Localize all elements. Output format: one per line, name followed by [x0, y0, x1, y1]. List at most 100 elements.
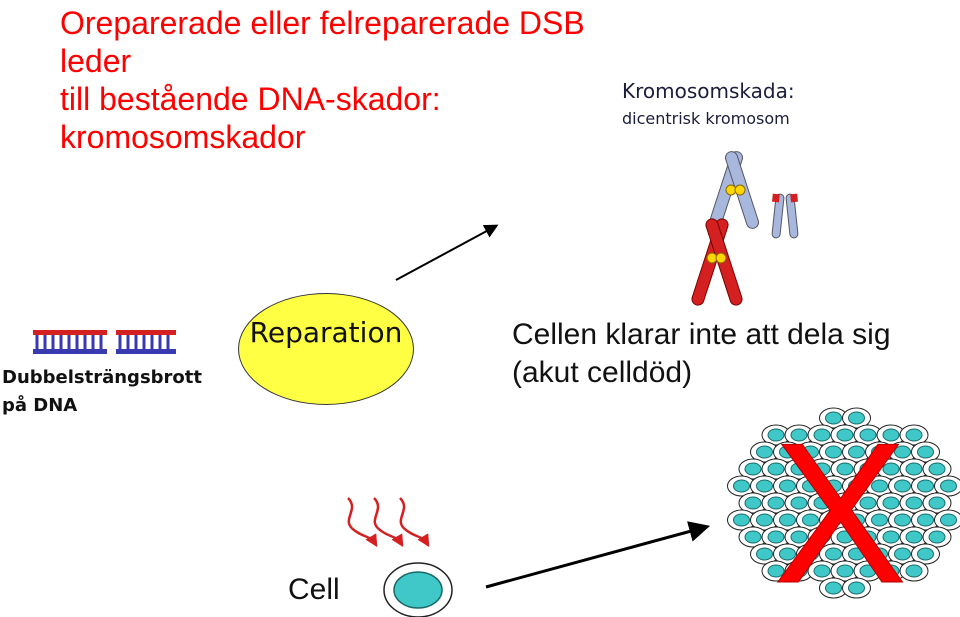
- cluster-cell-nucleus: [894, 479, 911, 493]
- outcome-line-2: (akut celldöd): [512, 356, 693, 389]
- cluster-cell-nucleus: [894, 547, 911, 561]
- cluster-cell-nucleus: [882, 564, 900, 578]
- cluster-cell-nucleus: [825, 445, 842, 459]
- cluster-cell-nucleus: [905, 564, 923, 578]
- cluster-cell-nucleus: [848, 479, 865, 493]
- cluster-cell-nucleus: [767, 564, 785, 578]
- cluster-cell-nucleus: [790, 564, 808, 578]
- cluster-cell-nucleus: [848, 411, 865, 425]
- cluster-cell-nucleus: [779, 479, 796, 493]
- cluster-cell-nucleus: [767, 496, 785, 510]
- cluster-cell-nucleus: [790, 462, 808, 476]
- cluster-cell-nucleus: [882, 462, 900, 476]
- cluster-cell-nucleus: [813, 428, 831, 442]
- cluster-cell-nucleus: [859, 428, 877, 442]
- cluster-cell-nucleus: [825, 513, 842, 527]
- dsb-label: Dubbelsträngsbrott på DNA: [2, 364, 202, 420]
- cluster-cell-nucleus: [744, 530, 762, 544]
- cluster-cell-nucleus: [894, 513, 911, 527]
- cluster-cell-nucleus: [905, 530, 923, 544]
- cell-icon: [383, 562, 453, 617]
- chromosome-damage-caption: Kromosomskada: dicentrisk kromosom: [622, 78, 795, 130]
- title-line-1: Oreparerade eller felreparerade DSB lede…: [60, 5, 585, 79]
- outcome-text: Cellen klarar inte att dela sig (akut ce…: [512, 316, 891, 392]
- dna-double-strand-break: [33, 330, 176, 354]
- cluster-cell-nucleus: [744, 462, 762, 476]
- cluster-cell-nucleus: [905, 462, 923, 476]
- cluster-cell-nucleus: [859, 530, 877, 544]
- repair-label: Reparation: [249, 316, 403, 349]
- cluster-cell-nucleus: [779, 547, 796, 561]
- cluster-cell-nucleus: [848, 581, 865, 595]
- cluster-cell-nucleus: [813, 496, 831, 510]
- cluster-cell-nucleus: [836, 462, 854, 476]
- cluster-cell-nucleus: [790, 496, 808, 510]
- cluster-cell-nucleus: [848, 513, 865, 527]
- cluster-cell-nucleus: [767, 428, 785, 442]
- cluster-cell-nucleus: [871, 479, 888, 493]
- slide-title: Oreparerade eller felreparerade DSB lede…: [60, 4, 620, 156]
- cluster-cell-nucleus: [917, 547, 934, 561]
- cluster-cell-nucleus: [871, 547, 888, 561]
- cluster-cell-nucleus: [802, 547, 819, 561]
- cluster-cell-nucleus: [779, 445, 796, 459]
- cluster-cell-nucleus: [940, 479, 957, 493]
- cluster-cell-nucleus: [836, 530, 854, 544]
- cluster-cell-nucleus: [871, 445, 888, 459]
- cluster-cell-nucleus: [859, 496, 877, 510]
- cluster-cell-nucleus: [802, 479, 819, 493]
- cluster-cell-nucleus: [917, 445, 934, 459]
- cluster-cell-nucleus: [744, 496, 762, 510]
- cluster-cell-nucleus: [733, 479, 750, 493]
- cluster-cell-nucleus: [928, 496, 946, 510]
- arrow-to-chromosome-damage: [395, 224, 499, 281]
- cell-label: Cell: [288, 573, 340, 606]
- cluster-cell-nucleus: [756, 513, 773, 527]
- cluster-cell-nucleus: [790, 428, 808, 442]
- dsb-label-line-2: på DNA: [2, 395, 78, 416]
- cluster-cell-nucleus: [767, 530, 785, 544]
- cluster-cell-nucleus: [825, 581, 842, 595]
- cluster-cell-nucleus: [836, 496, 854, 510]
- cluster-cell-nucleus: [940, 513, 957, 527]
- cluster-cell-nucleus: [802, 445, 819, 459]
- cluster-cell-nucleus: [756, 445, 773, 459]
- cluster-cell-nucleus: [825, 547, 842, 561]
- chromosome-damage-heading: Kromosomskada: [622, 79, 788, 103]
- cluster-cell-nucleus: [859, 564, 877, 578]
- cluster-cell-nucleus: [882, 496, 900, 510]
- cluster-cell-nucleus: [859, 462, 877, 476]
- cluster-cell-nucleus: [813, 530, 831, 544]
- cluster-cell-nucleus: [756, 547, 773, 561]
- repair-node: Reparation: [238, 293, 414, 405]
- cluster-cell-nucleus: [825, 479, 842, 493]
- cluster-cell-nucleus: [802, 513, 819, 527]
- cluster-cell-nucleus: [756, 479, 773, 493]
- cluster-cell-nucleus: [882, 530, 900, 544]
- cluster-cell-nucleus: [905, 428, 923, 442]
- arrow-to-cell-cluster: [485, 521, 711, 589]
- outcome-line-1: Cellen klarar inte att dela sig: [512, 318, 891, 351]
- radiation-icon: [347, 497, 430, 548]
- cluster-cell-nucleus: [825, 411, 842, 425]
- cluster-cell-nucleus: [790, 530, 808, 544]
- cluster-cell-nucleus: [813, 564, 831, 578]
- cluster-cell-nucleus: [882, 428, 900, 442]
- cluster-cell-nucleus: [928, 462, 946, 476]
- cluster-cell-nucleus: [779, 513, 796, 527]
- dsb-label-line-1: Dubbelsträngsbrott: [2, 367, 202, 388]
- cluster-cell-nucleus: [767, 462, 785, 476]
- title-line-3: kromosomskador: [60, 119, 306, 155]
- cluster-cell-nucleus: [917, 479, 934, 493]
- cluster-cell-nucleus: [894, 445, 911, 459]
- cluster-cell-nucleus: [928, 530, 946, 544]
- chromosome-damage-colon: :: [787, 79, 795, 103]
- cell-cluster: [727, 407, 960, 599]
- cell-death-x-mark: X: [773, 402, 906, 617]
- cluster-cell-nucleus: [813, 462, 831, 476]
- cluster-cell-nucleus: [848, 445, 865, 459]
- cluster-cell-nucleus: [733, 513, 750, 527]
- acentric-fragments: [771, 193, 799, 239]
- cluster-cell-nucleus: [836, 564, 854, 578]
